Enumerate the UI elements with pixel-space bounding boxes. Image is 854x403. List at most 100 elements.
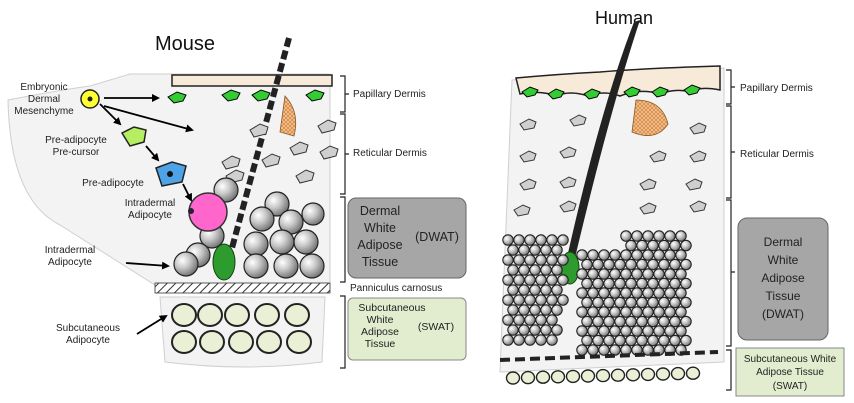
human-adipocyte: [552, 305, 562, 315]
human-adipocyte: [637, 240, 647, 250]
human-adipocyte: [541, 265, 551, 275]
human-adipocyte: [536, 295, 546, 305]
human-adipocyte: [621, 326, 631, 336]
human-adipocyte: [519, 325, 529, 335]
human-adipocyte: [558, 295, 568, 305]
human-title: Human: [595, 8, 653, 28]
human-adipocyte: [665, 326, 675, 336]
human-adipocyte: [503, 255, 513, 265]
human-adipocyte: [547, 315, 557, 325]
human-dwat-adipocytes-right: [577, 231, 691, 355]
human-adipocyte: [626, 240, 636, 250]
human-adipocyte: [676, 269, 686, 279]
mouse-swat-line-2: White: [367, 314, 394, 326]
human-adipocyte: [659, 316, 669, 326]
human-subcutaneous-adipocyte: [687, 367, 700, 379]
human-adipocyte: [610, 307, 620, 317]
human-brackets: [726, 70, 735, 390]
mouse-panniculus-label: Panniculus carnosus: [350, 283, 442, 294]
human-subcutaneous-adipocyte: [507, 372, 520, 384]
human-subcutaneous-adipocyte: [597, 370, 610, 382]
human-adipocyte: [681, 278, 691, 288]
human-adipocyte: [670, 240, 680, 250]
human-adipocyte: [643, 231, 653, 241]
human-adipocyte: [558, 255, 568, 265]
human-subcutaneous-adipocyte: [657, 368, 670, 380]
human-adipocyte: [610, 288, 620, 298]
human-adipocyte: [536, 275, 546, 285]
human-adipocyte: [508, 285, 518, 295]
human-adipocyte: [547, 335, 557, 345]
human-adipocyte: [665, 231, 675, 241]
pink-adipocyte-nucleus: [188, 208, 194, 214]
human-adipocyte: [654, 250, 664, 260]
human-adipocyte: [552, 245, 562, 255]
human-adipocyte: [654, 326, 664, 336]
mouse-swat-line-3: Adipose: [361, 326, 399, 338]
mouse-reticular-label: Reticular Dermis: [353, 148, 427, 159]
human-adipocyte: [615, 297, 625, 307]
human-adipocyte: [648, 335, 658, 345]
label-subcutaneous-2: Adipocyte: [66, 335, 110, 346]
human-subcutaneous-adipocyte: [552, 371, 565, 383]
human-adipocyte: [519, 305, 529, 315]
label-subcutaneous-1: Subcutaneous: [56, 323, 120, 334]
human-adipocyte: [604, 316, 614, 326]
human-adipocyte: [659, 335, 669, 345]
human-adipocyte: [665, 307, 675, 317]
human-adipocyte: [626, 297, 636, 307]
human-adipocyte: [632, 326, 642, 336]
human-adipocyte: [541, 305, 551, 315]
human-adipocyte: [615, 335, 625, 345]
human-adipocyte: [621, 250, 631, 260]
human-adipocyte: [588, 307, 598, 317]
human-adipocyte: [626, 316, 636, 326]
human-adipocyte: [681, 259, 691, 269]
human-adipocyte: [621, 288, 631, 298]
human-adipocyte: [519, 245, 529, 255]
human-adipocyte: [670, 278, 680, 288]
human-adipocyte: [637, 278, 647, 288]
human-adipocyte: [588, 250, 598, 260]
human-panel: Human: [500, 8, 844, 396]
human-adipocyte: [615, 278, 625, 288]
human-dwat-line-5: (DWAT): [762, 307, 804, 321]
human-swat-line-1: Subcutaneous White: [744, 354, 837, 365]
mouse-swat-line-4: Tissue: [365, 338, 396, 350]
human-adipocyte: [536, 235, 546, 245]
human-adipocyte: [637, 259, 647, 269]
human-adipocyte: [593, 259, 603, 269]
human-adipocyte: [588, 269, 598, 279]
human-adipocyte: [670, 316, 680, 326]
mouse-swat-abbr: (SWAT): [418, 321, 454, 333]
human-adipocyte: [577, 307, 587, 317]
human-adipocyte: [665, 288, 675, 298]
human-adipocyte: [626, 278, 636, 288]
label-precursor-1: Pre-adipocyte: [45, 135, 107, 146]
human-adipocyte: [525, 255, 535, 265]
human-subcutaneous-adipocyte: [522, 372, 535, 384]
human-adipocyte: [530, 245, 540, 255]
human-adipocyte: [676, 231, 686, 241]
human-adipocyte: [525, 315, 535, 325]
human-adipocyte: [648, 259, 658, 269]
human-adipocyte: [676, 307, 686, 317]
human-adipocyte: [525, 335, 535, 345]
human-adipocyte: [681, 316, 691, 326]
human-adipocyte: [582, 297, 592, 307]
human-adipocyte: [648, 316, 658, 326]
human-adipocyte: [582, 316, 592, 326]
mouse-epidermis: [172, 75, 332, 86]
mouse-panel: Mouse: [8, 33, 466, 368]
human-adipocyte: [681, 240, 691, 250]
human-adipocyte: [654, 231, 664, 241]
mouse-dwat-box: Dermal White Adipose Tissue (DWAT): [348, 198, 466, 278]
human-adipocyte: [648, 278, 658, 288]
human-adipocyte: [514, 295, 524, 305]
mouse-dwat-abbr: (DWAT): [415, 230, 459, 244]
human-subcutaneous-adipocyte: [627, 369, 640, 381]
human-adipocyte: [514, 335, 524, 345]
human-adipocyte: [654, 269, 664, 279]
human-adipocyte: [599, 288, 609, 298]
